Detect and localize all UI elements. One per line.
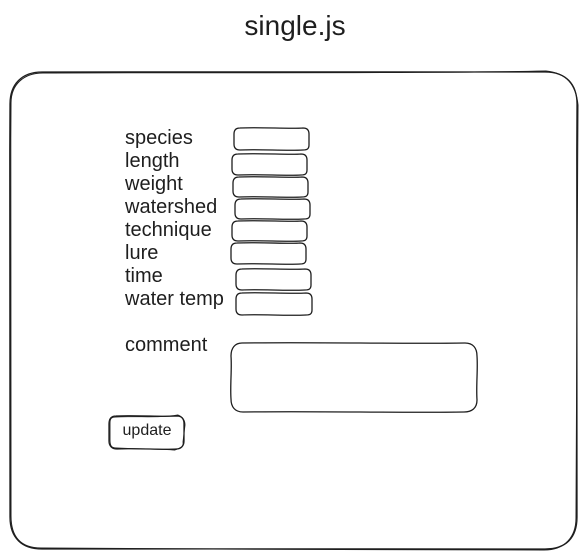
input-boxes	[230, 127, 313, 316]
lure-label: lure	[125, 242, 159, 264]
weight-input[interactable]	[233, 177, 308, 197]
weight-label: weight	[125, 173, 183, 195]
watershed-input[interactable]	[235, 199, 310, 219]
length-input[interactable]	[232, 154, 307, 175]
form-frame	[9, 71, 578, 550]
page-title: single.js	[244, 10, 346, 41]
water-temp-input[interactable]	[236, 293, 312, 315]
comment-textarea[interactable]	[231, 343, 477, 412]
update-button-label: update	[122, 422, 172, 439]
watershed-label: watershed	[125, 196, 218, 218]
species-input[interactable]	[234, 128, 309, 150]
update-button-outline	[108, 415, 185, 450]
comment-label: comment	[125, 334, 208, 356]
species-label: species	[125, 127, 193, 149]
length-label: length	[125, 150, 180, 172]
comment-box	[230, 342, 478, 413]
time-input[interactable]	[236, 269, 311, 290]
water-temp-label: water temp	[125, 288, 224, 310]
time-label: time	[125, 265, 163, 287]
lure-input[interactable]	[231, 243, 306, 264]
technique-label: technique	[125, 219, 212, 241]
technique-input[interactable]	[232, 221, 307, 241]
